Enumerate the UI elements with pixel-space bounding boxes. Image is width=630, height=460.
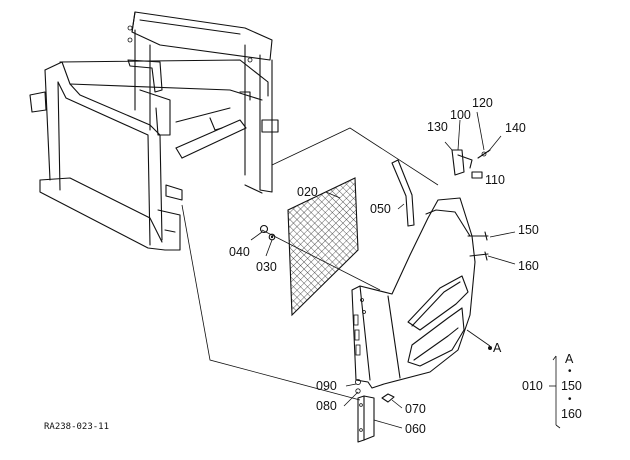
- frame-assembly: [29, 11, 279, 251]
- callout-060: 060: [405, 422, 426, 436]
- callout-090: 090: [316, 379, 337, 393]
- callout-070: 070: [405, 402, 426, 416]
- callout-140: 140: [505, 121, 526, 135]
- kit-bullet-1: •: [568, 366, 572, 377]
- callout-110: 110: [485, 173, 505, 187]
- washer-and-nut: [259, 224, 276, 241]
- kit-label-a: A: [565, 352, 574, 366]
- callout-030: 030: [256, 260, 277, 274]
- callout-080: 080: [316, 399, 337, 413]
- callout-ref-a: A: [493, 341, 502, 355]
- kit-bullet-2: •: [568, 394, 572, 405]
- hinge-bracket: [354, 378, 395, 443]
- weatherstrip: [391, 159, 415, 227]
- callout-100: 100: [450, 108, 471, 122]
- callout-120: 120: [472, 96, 493, 110]
- callout-150: 150: [518, 223, 539, 237]
- callout-040: 040: [229, 245, 250, 259]
- callout-050: 050: [370, 202, 391, 216]
- callout-010: 010: [522, 379, 543, 393]
- kit-bracket: [549, 355, 561, 429]
- callout-020: 020: [297, 185, 318, 199]
- callout-160: 160: [518, 259, 539, 273]
- side-cover: [351, 197, 492, 389]
- callout-130: 130: [427, 120, 448, 134]
- leader-lines: [250, 111, 516, 429]
- kit-item-160: 160: [561, 407, 582, 421]
- kit-item-150: 150: [561, 379, 582, 393]
- diagram-id: RA238-023-11: [44, 422, 110, 432]
- mesh-screen: [287, 177, 359, 317]
